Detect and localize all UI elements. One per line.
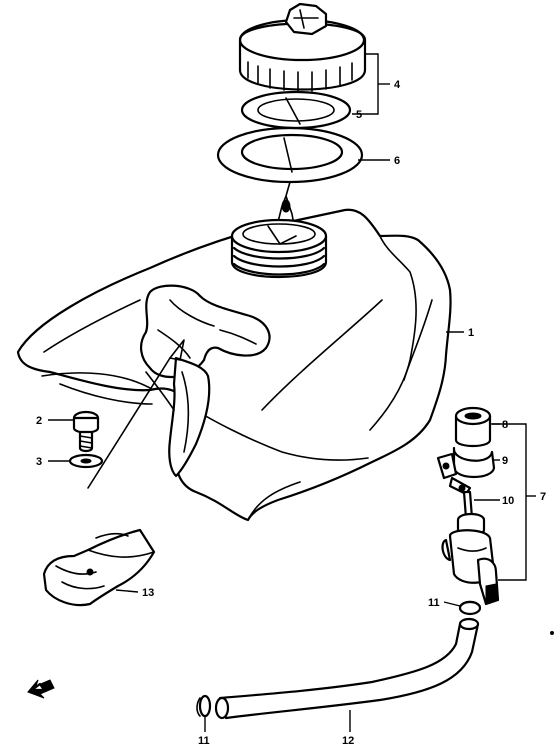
fuel-cap	[238, 2, 367, 93]
callout-numbers: 1 2 3 4 5 6 7 8 9 10 11 11 12 13	[36, 79, 546, 747]
callout-fuel-hose: 12	[342, 735, 354, 747]
front-direction-arrow	[27, 679, 55, 699]
callout-cap-assy: 4	[394, 79, 401, 91]
callout-cushion: 13	[142, 587, 154, 599]
callout-washer: 3	[36, 456, 42, 468]
tank-gasket	[216, 126, 364, 184]
washer	[68, 453, 104, 469]
callout-tank-gasket: 6	[394, 155, 400, 167]
tank-mount-rubber	[87, 284, 271, 489]
bolt	[72, 410, 100, 453]
stray-dot	[550, 631, 554, 635]
callout-cap-gasket: 5	[356, 109, 362, 121]
callout-hose-clip-upper: 11	[428, 597, 440, 609]
callout-clamp: 9	[502, 455, 508, 467]
fuel-hose	[214, 617, 480, 720]
cushion	[42, 528, 156, 607]
hose-clip-upper	[458, 600, 482, 616]
callout-tank: 1	[468, 327, 474, 339]
callout-hose-clip-lower: 11	[198, 735, 210, 747]
callout-cap: 8	[502, 419, 508, 431]
fuel-cock-assembly	[436, 406, 500, 606]
callout-fuel-cock-assy: 7	[540, 491, 546, 503]
callout-bolt: 2	[36, 415, 42, 427]
cap-gasket	[240, 90, 352, 130]
callout-fuel-cock: 10	[502, 495, 514, 507]
hose-clip-lower	[196, 694, 212, 718]
filler-neck	[230, 218, 328, 279]
breather-line	[275, 181, 297, 237]
leader-lines	[48, 53, 536, 732]
